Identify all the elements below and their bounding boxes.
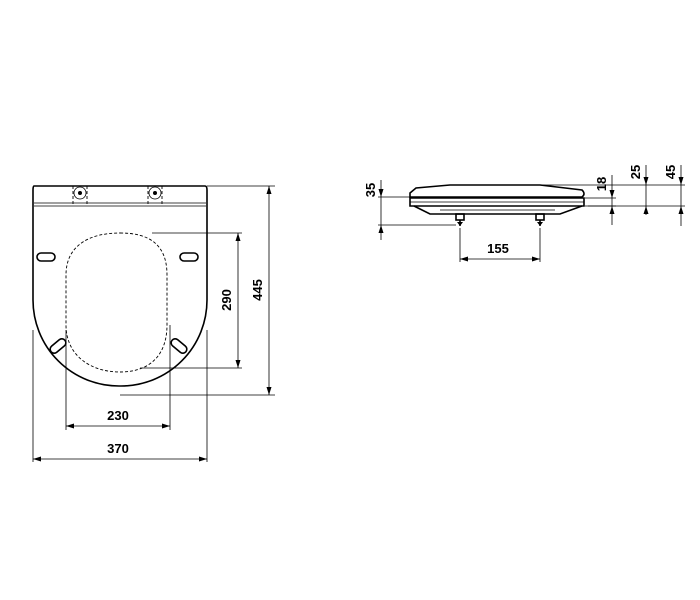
- seat-top-view: 230 370 290 445: [32, 185, 275, 462]
- side-bolt-left: [455, 213, 465, 226]
- dim-total-depth: 445: [250, 186, 272, 395]
- dim-label-25: 25: [628, 165, 643, 179]
- seat-base: [413, 205, 583, 215]
- dim-label-370: 370: [107, 441, 129, 456]
- dim-side-18: 18: [594, 175, 615, 225]
- bumper-left-top: [36, 252, 56, 262]
- dim-side-155: 155: [460, 241, 540, 262]
- hinge-right: [147, 186, 163, 206]
- side-bolt-right: [535, 213, 545, 226]
- dim-label-290: 290: [219, 289, 234, 311]
- dim-inner-depth: 290: [219, 233, 241, 368]
- bumper-right-bottom: [170, 337, 188, 355]
- bumper-left-bottom: [49, 337, 67, 355]
- seat-side-view: 35 155 18 25 45: [363, 165, 685, 262]
- seat-opening: [65, 232, 168, 373]
- dim-label-445: 445: [250, 279, 265, 301]
- dim-inner-width: 230: [66, 408, 170, 429]
- dim-label-230: 230: [107, 408, 129, 423]
- dim-label-18: 18: [594, 177, 609, 191]
- dim-total-width: 370: [33, 441, 207, 462]
- dim-side-25: 25: [628, 165, 649, 215]
- dim-side-45: 45: [663, 165, 684, 226]
- dim-label-35: 35: [363, 183, 378, 197]
- hinge-left: [72, 186, 88, 206]
- lid-profile: [409, 184, 585, 198]
- dim-label-45: 45: [663, 165, 678, 179]
- bumper-right-top: [179, 252, 199, 262]
- dim-side-35: 35: [363, 180, 384, 240]
- seat-profile: [409, 197, 585, 207]
- dim-label-155: 155: [487, 241, 509, 256]
- seat-outline: [32, 185, 208, 387]
